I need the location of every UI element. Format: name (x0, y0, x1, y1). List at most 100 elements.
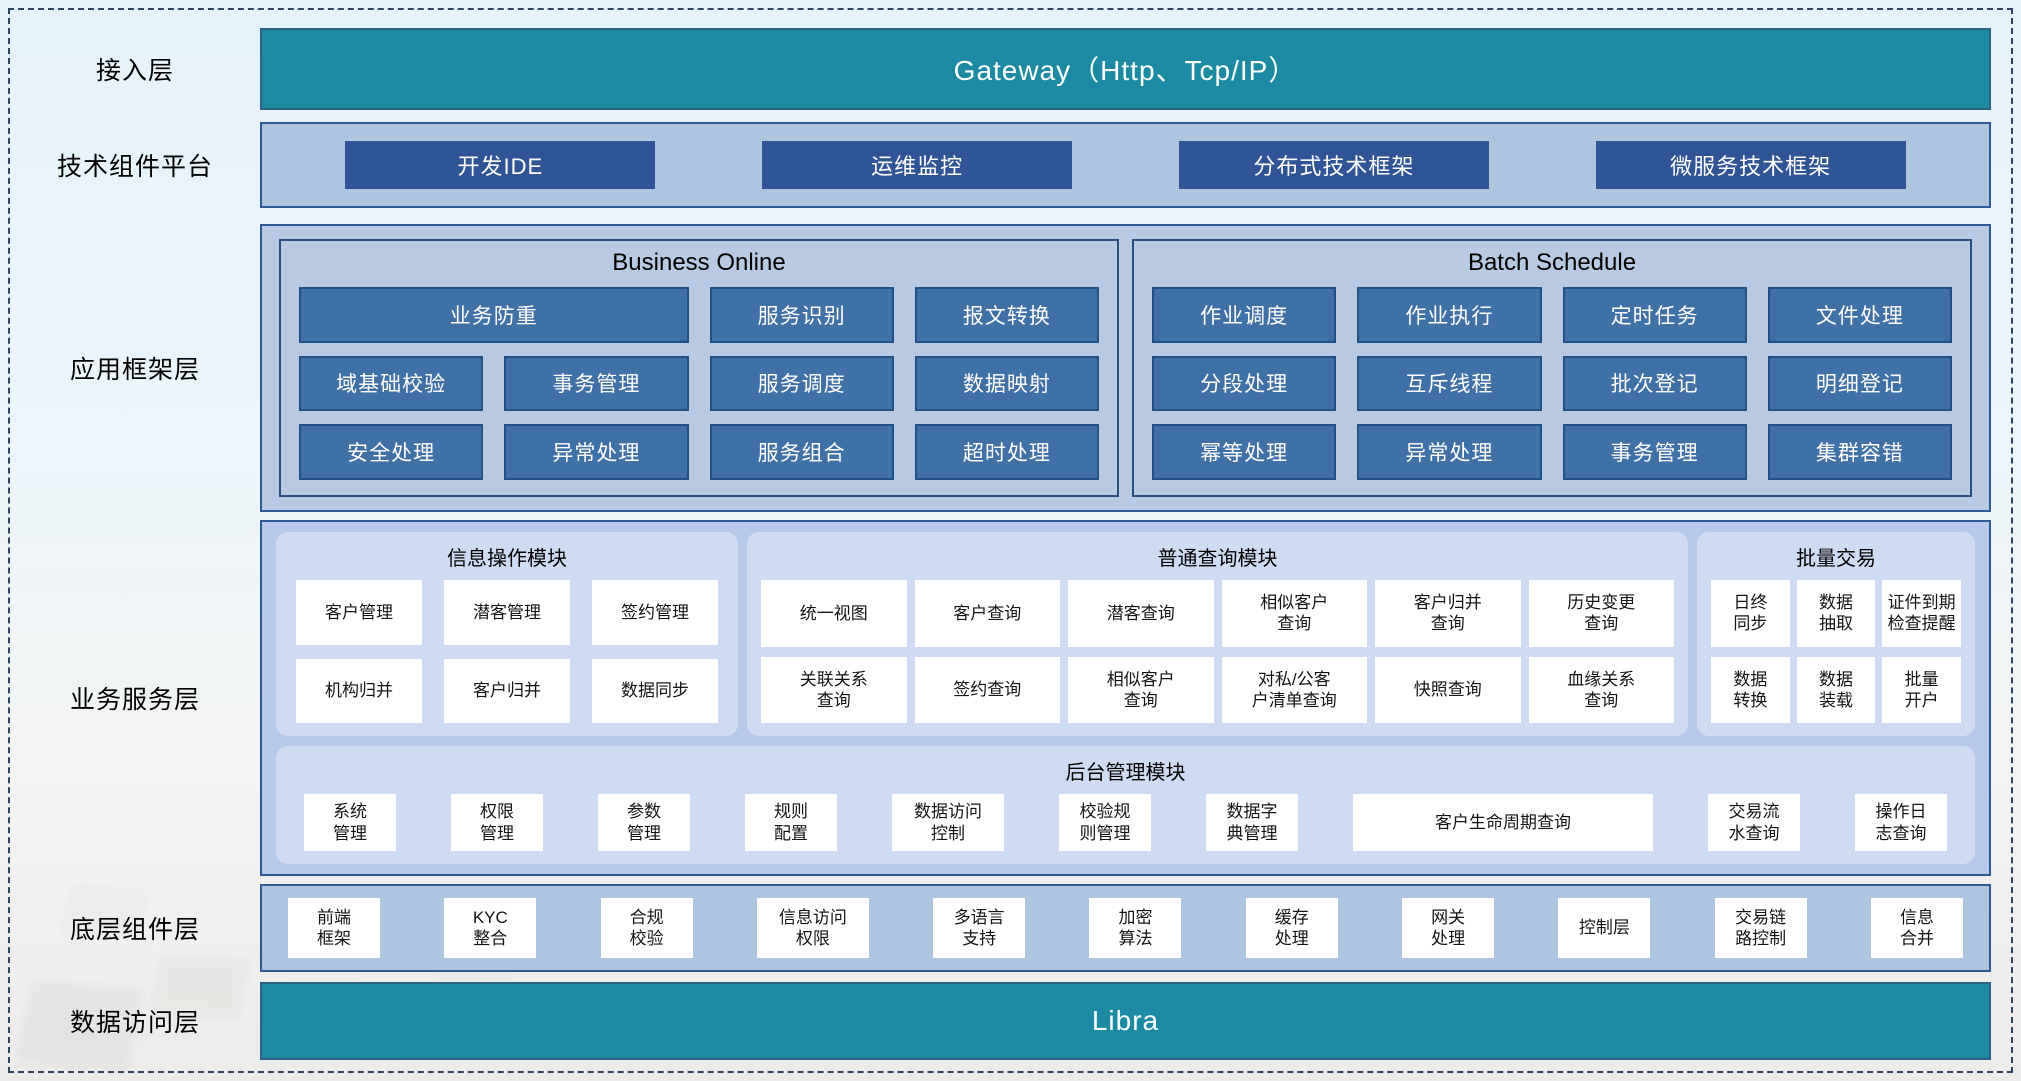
module-info-operations: 信息操作模块 客户管理 潜客管理 签约管理 机构归并 客户归并 数据同步 (276, 532, 738, 736)
component-chip: KYC 整合 (444, 898, 537, 958)
diagram-block: 定时任务 (1562, 287, 1747, 343)
component-chip: 前端 框架 (288, 898, 380, 958)
service-chip: 批量 开户 (1882, 656, 1961, 723)
service-chip: 数据 抽取 (1796, 580, 1876, 647)
module-common-query: 普通查询模块 统一视图 客户查询 潜客查询 相似客户 查询 客户归并 查询 历史… (747, 532, 1688, 736)
component-chip: 信息 合并 (1870, 898, 1963, 958)
service-chip: 操作日 志查询 (1855, 794, 1947, 851)
service-chip: 数据访问 控制 (892, 794, 1004, 851)
layer-tech-platform: 技术组件平台 开发IDE 运维监控 分布式技术框架 微服务技术框架 (10, 122, 1991, 208)
diagram-block: 事务管理 (1562, 424, 1747, 480)
diagram-block: 异常处理 (1357, 424, 1542, 480)
service-chip: 签约管理 (592, 580, 718, 645)
diagram-block: 互斥线程 (1357, 355, 1542, 412)
diagram-block: 服务识别 (709, 287, 894, 343)
service-chip: 日终 同步 (1711, 580, 1790, 647)
diagram-block: 报文转换 (914, 287, 1099, 343)
libra-bar: Libra (260, 982, 1991, 1060)
diagram-block: 服务组合 (709, 424, 894, 480)
panel-batch-schedule: Batch Schedule 作业调度 作业执行 定时任务 文件处理 分段处理 … (1132, 239, 1972, 497)
module-batch-trade: 批量交易 日终 同步 数据 抽取 证件到期 检查提醒 数据 转换 数据 装载 批… (1697, 532, 1975, 736)
service-modules-row: 信息操作模块 客户管理 潜客管理 签约管理 机构归并 客户归并 数据同步 普通查… (276, 532, 1975, 736)
diagram-block: 事务管理 (504, 355, 689, 412)
module-title: 后台管理模块 (1065, 762, 1186, 784)
business-service-container: 信息操作模块 客户管理 潜客管理 签约管理 机构归并 客户归并 数据同步 普通查… (260, 520, 1991, 876)
tech-platform-container: 开发IDE 运维监控 分布式技术框架 微服务技术框架 (260, 122, 1991, 208)
diagram-block: 业务防重 (299, 287, 689, 343)
component-chip: 多语言 支持 (933, 898, 1026, 958)
layer-label-tech-platform: 技术组件平台 (56, 153, 213, 181)
app-framework-container: Business Online 业务防重 服务识别 报文转换 域基础校验 事务管… (260, 224, 1991, 512)
service-chip: 潜客管理 (444, 580, 570, 645)
layer-base-components: 底层组件层 前端 框架 KYC 整合 合规 校验 信息访问 权限 多语言 支持 … (10, 884, 1991, 972)
diagram-block: 微服务技术框架 (1595, 141, 1906, 189)
service-chip: 历史变更 查询 (1528, 580, 1674, 647)
panel-business-online: Business Online 业务防重 服务识别 报文转换 域基础校验 事务管… (279, 239, 1119, 497)
service-chip: 系统 管理 (304, 794, 396, 851)
component-chip: 控制层 (1558, 898, 1651, 958)
diagram-block: 幂等处理 (1152, 424, 1337, 480)
service-chip: 快照查询 (1375, 656, 1521, 723)
service-chip: 血缘关系 查询 (1528, 656, 1674, 723)
gateway-bar: Gateway（Http、Tcp/IP） (260, 28, 1991, 110)
module-grid: 统一视图 客户查询 潜客查询 相似客户 查询 客户归并 查询 历史变更 查询 关… (761, 580, 1674, 723)
service-chip: 参数 管理 (598, 794, 690, 851)
layer-label-access: 接入层 (95, 57, 174, 85)
diagram-block: 数据映射 (914, 355, 1099, 412)
module-grid: 客户管理 潜客管理 签约管理 机构归并 客户归并 数据同步 (290, 580, 724, 723)
layer-label-business-service: 业务服务层 (69, 686, 200, 714)
service-chip: 数据字 典管理 (1206, 794, 1298, 851)
service-chip: 数据 转换 (1711, 656, 1790, 723)
diagram-block: 作业执行 (1357, 287, 1542, 343)
diagram-block: 批次登记 (1562, 355, 1747, 412)
module-title: 信息操作模块 (447, 548, 567, 570)
layer-app-framework: 应用框架层 Business Online 业务防重 服务识别 报文转换 域基础… (10, 224, 1991, 512)
service-chip: 客户查询 (914, 580, 1060, 647)
service-chip: 校验规 则管理 (1059, 794, 1151, 851)
layer-label-data-access: 数据访问层 (69, 1009, 200, 1037)
diagram-block: 开发IDE (345, 141, 656, 189)
service-chip: 数据同步 (592, 658, 718, 723)
service-chip: 客户归并 (444, 658, 570, 723)
diagram-block: 文件处理 (1767, 287, 1952, 343)
service-chip: 权限 管理 (451, 794, 543, 851)
service-chip: 关联关系 查询 (761, 656, 907, 723)
diagram-block: 异常处理 (504, 424, 689, 480)
service-chip: 签约查询 (914, 656, 1060, 723)
service-chip: 客户管理 (296, 580, 422, 645)
module-grid: 日终 同步 数据 抽取 证件到期 检查提醒 数据 转换 数据 装载 批量 开户 (1711, 580, 1961, 723)
diagram-block: 安全处理 (299, 424, 484, 480)
service-chip: 相似客户 查询 (1221, 580, 1367, 647)
diagram-block: 超时处理 (914, 424, 1099, 480)
panel-grid: 作业调度 作业执行 定时任务 文件处理 分段处理 互斥线程 批次登记 明细登记 … (1152, 287, 1952, 480)
service-chip: 对私/公客 户清单查询 (1221, 656, 1367, 723)
diagram-block: 作业调度 (1152, 287, 1337, 343)
slide-dashed-border (8, 8, 2013, 1073)
panel-grid: 业务防重 服务识别 报文转换 域基础校验 事务管理 服务调度 数据映射 安全处理… (299, 287, 1099, 480)
service-chip: 客户生命周期查询 (1353, 794, 1653, 851)
panel-title: Business Online (612, 249, 786, 276)
layer-business-service: 业务服务层 信息操作模块 客户管理 潜客管理 签约管理 机构归并 客户归并 数据… (10, 520, 1991, 876)
component-chip: 交易链 路控制 (1714, 898, 1807, 958)
service-chip: 规则 配置 (745, 794, 837, 851)
diagram-block: 分布式技术框架 (1178, 141, 1489, 189)
service-chip: 交易流 水查询 (1708, 794, 1800, 851)
component-chip: 加密 算法 (1089, 898, 1182, 958)
component-chip: 网关 处理 (1402, 898, 1495, 958)
layer-label-app-framework: 应用框架层 (69, 356, 200, 384)
module-title: 批量交易 (1796, 548, 1876, 570)
layer-label-base-components: 底层组件层 (69, 916, 200, 944)
service-chip: 统一视图 (761, 580, 907, 647)
service-chip: 相似客户 查询 (1068, 656, 1214, 723)
module-admin: 后台管理模块 系统 管理 权限 管理 参数 管理 规则 配置 数据访问 控制 校… (276, 746, 1975, 864)
service-chip: 潜客查询 (1068, 580, 1214, 647)
component-chip: 合规 校验 (600, 898, 693, 958)
diagram-block: 集群容错 (1767, 424, 1952, 480)
component-chip: 信息访问 权限 (756, 898, 869, 958)
diagram-block: 服务调度 (709, 355, 894, 412)
diagram-block: 分段处理 (1152, 355, 1337, 412)
service-chip: 数据 装载 (1796, 656, 1876, 723)
service-chip: 客户归并 查询 (1375, 580, 1521, 647)
component-chip: 缓存 处理 (1245, 898, 1338, 958)
panel-title: Batch Schedule (1467, 249, 1637, 276)
